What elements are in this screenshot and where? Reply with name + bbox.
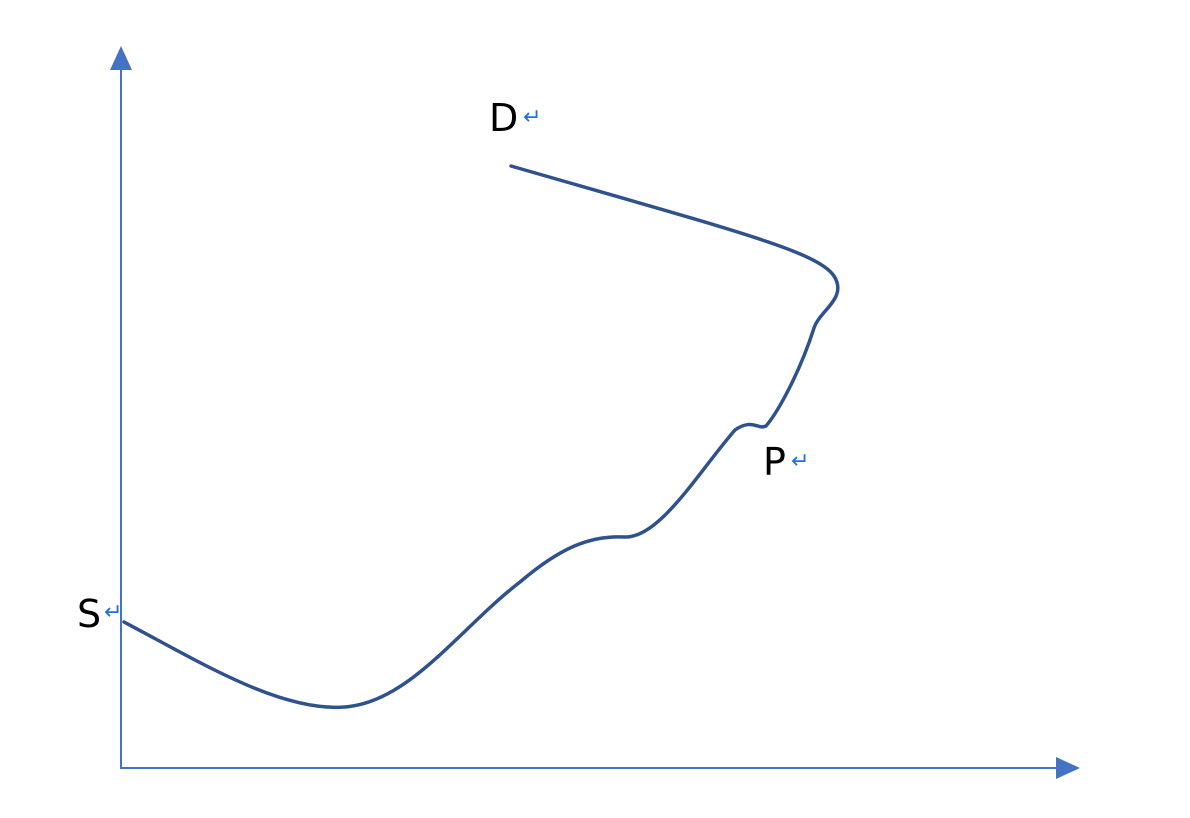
label-s: S xyxy=(77,592,101,636)
label-p: P xyxy=(763,440,786,484)
label-d: D xyxy=(489,96,518,140)
paragraph-mark-icon: ↵ xyxy=(104,600,122,625)
trajectory-curve xyxy=(122,164,840,710)
paragraph-mark-icon: ↵ xyxy=(791,449,809,474)
paragraph-mark-icon: ↵ xyxy=(523,105,541,130)
x-axis-arrowhead xyxy=(1056,757,1080,779)
y-axis-arrowhead xyxy=(110,46,132,70)
